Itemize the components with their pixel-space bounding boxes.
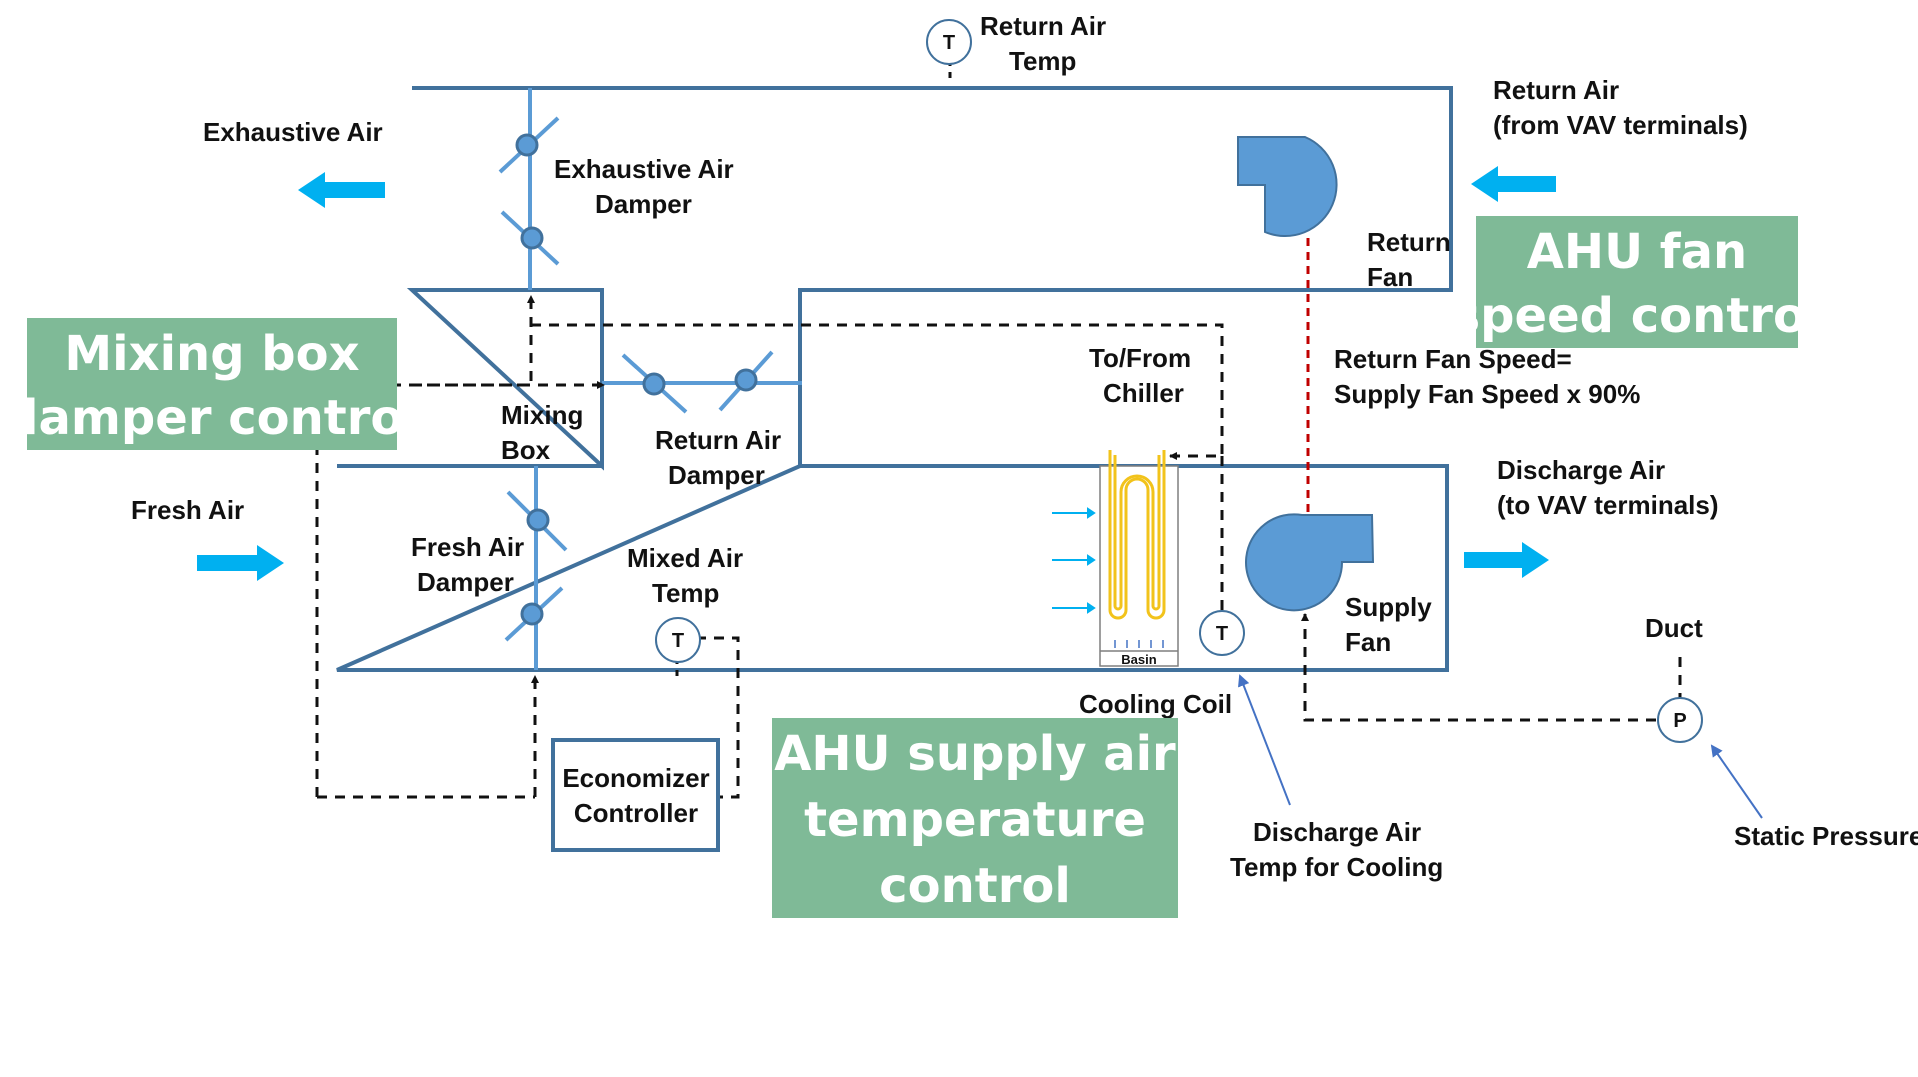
svg-text:Box: Box — [501, 435, 551, 465]
return-air-vav-label: Return Air — [1493, 75, 1619, 105]
duct-label: Duct — [1645, 613, 1703, 643]
flow-arrows — [197, 166, 1556, 581]
control-signal-lines — [315, 295, 1682, 799]
return-air-damper-label: Return Air — [655, 425, 781, 455]
return-fan — [1237, 136, 1338, 237]
svg-text:Temp: Temp — [652, 578, 719, 608]
svg-text:Fan: Fan — [1367, 262, 1413, 292]
mixing-box-damper-callout: Mixing box damper control — [4, 318, 420, 450]
return-fan-speed-label: Return Fan Speed= — [1334, 344, 1572, 374]
return-fan-label: Return — [1367, 227, 1451, 257]
ahu-fan-speed-callout: AHU fan speed control — [1452, 216, 1823, 348]
cooling-coil: Basin — [1052, 450, 1179, 667]
svg-text:AHU supply air: AHU supply air — [774, 726, 1176, 782]
svg-text:P: P — [1673, 710, 1686, 732]
fresh-air-damper-label: Fresh Air — [411, 532, 524, 562]
svg-text:(to VAV terminals): (to VAV terminals) — [1497, 490, 1719, 520]
svg-text:Mixing box: Mixing box — [64, 326, 359, 382]
svg-text:speed control: speed control — [1452, 288, 1823, 344]
diagram-labels: Return Air Temp Exhaustive Air Exhaustiv… — [131, 11, 1918, 882]
exhaust-air-damper — [498, 88, 560, 290]
mixed-air-temp-sensor: T — [655, 617, 701, 663]
svg-text:T: T — [1216, 623, 1228, 645]
return-air-temp-label: Return Air — [980, 11, 1106, 41]
supply-fan — [1245, 513, 1375, 612]
exhaust-air-arrow — [298, 172, 385, 208]
svg-text:Supply Fan Speed x 90%: Supply Fan Speed x 90% — [1334, 379, 1640, 409]
svg-text:Damper: Damper — [417, 567, 514, 597]
discharge-temp-pointer — [1238, 674, 1291, 806]
return-air-inlet-arrow — [1471, 166, 1556, 202]
svg-text:control: control — [879, 858, 1071, 914]
economizer-controller: Economizer Controller — [551, 738, 720, 852]
svg-text:damper control: damper control — [4, 390, 420, 446]
static-pressure-label: Static Pressure — [1734, 821, 1918, 851]
static-pressure-pointer — [1710, 744, 1763, 819]
exhaustive-air-damper-label: Exhaustive Air — [554, 154, 734, 184]
mixing-box-label: Mixing — [501, 400, 583, 430]
svg-text:T: T — [943, 32, 955, 54]
svg-text:Temp: Temp — [1009, 46, 1076, 76]
svg-text:AHU fan: AHU fan — [1527, 224, 1747, 280]
svg-text:Chiller: Chiller — [1103, 378, 1184, 408]
mixed-air-temp-label: Mixed Air — [627, 543, 743, 573]
return-air-damper — [602, 350, 802, 414]
return-air-section — [406, 86, 1453, 471]
svg-text:Controller: Controller — [574, 798, 698, 828]
svg-text:Fan: Fan — [1345, 627, 1391, 657]
svg-text:T: T — [672, 630, 684, 652]
static-pressure-sensor: P — [1657, 697, 1703, 743]
discharge-air-temp-sensor: T — [1199, 610, 1245, 656]
svg-text:(from VAV terminals): (from VAV terminals) — [1493, 110, 1748, 140]
svg-text:Damper: Damper — [595, 189, 692, 219]
fresh-air-damper — [504, 466, 568, 670]
air-handler-ductwork — [336, 86, 1453, 672]
cooling-coil-label: Cooling Coil — [1079, 689, 1232, 719]
discharge-air-arrow — [1464, 542, 1549, 578]
supply-air-temp-callout: AHU supply air temperature control — [772, 718, 1178, 918]
discharge-temp-cooling-label: Discharge Air — [1253, 817, 1421, 847]
supply-fan-label: Supply — [1345, 592, 1432, 622]
basin-label: Basin — [1121, 652, 1156, 667]
svg-text:temperature: temperature — [804, 792, 1146, 848]
discharge-air-label: Discharge Air — [1497, 455, 1665, 485]
return-air-temp-sensor: T — [926, 19, 972, 65]
svg-text:Damper: Damper — [668, 460, 765, 490]
fresh-air-inlet-arrow — [197, 545, 284, 581]
svg-text:Economizer: Economizer — [562, 763, 709, 793]
chiller-valve-loop — [531, 323, 1224, 460]
supply-air-section — [336, 464, 1449, 672]
mixed-air-temp-to-economizer — [696, 636, 740, 799]
to-from-chiller-label: To/From — [1089, 343, 1191, 373]
fresh-air-label: Fresh Air — [131, 495, 244, 525]
svg-text:Temp for Cooling: Temp for Cooling — [1230, 852, 1443, 882]
static-pressure-to-supply-fan — [1301, 613, 1656, 722]
exhaustive-air-label: Exhaustive Air — [203, 117, 383, 147]
